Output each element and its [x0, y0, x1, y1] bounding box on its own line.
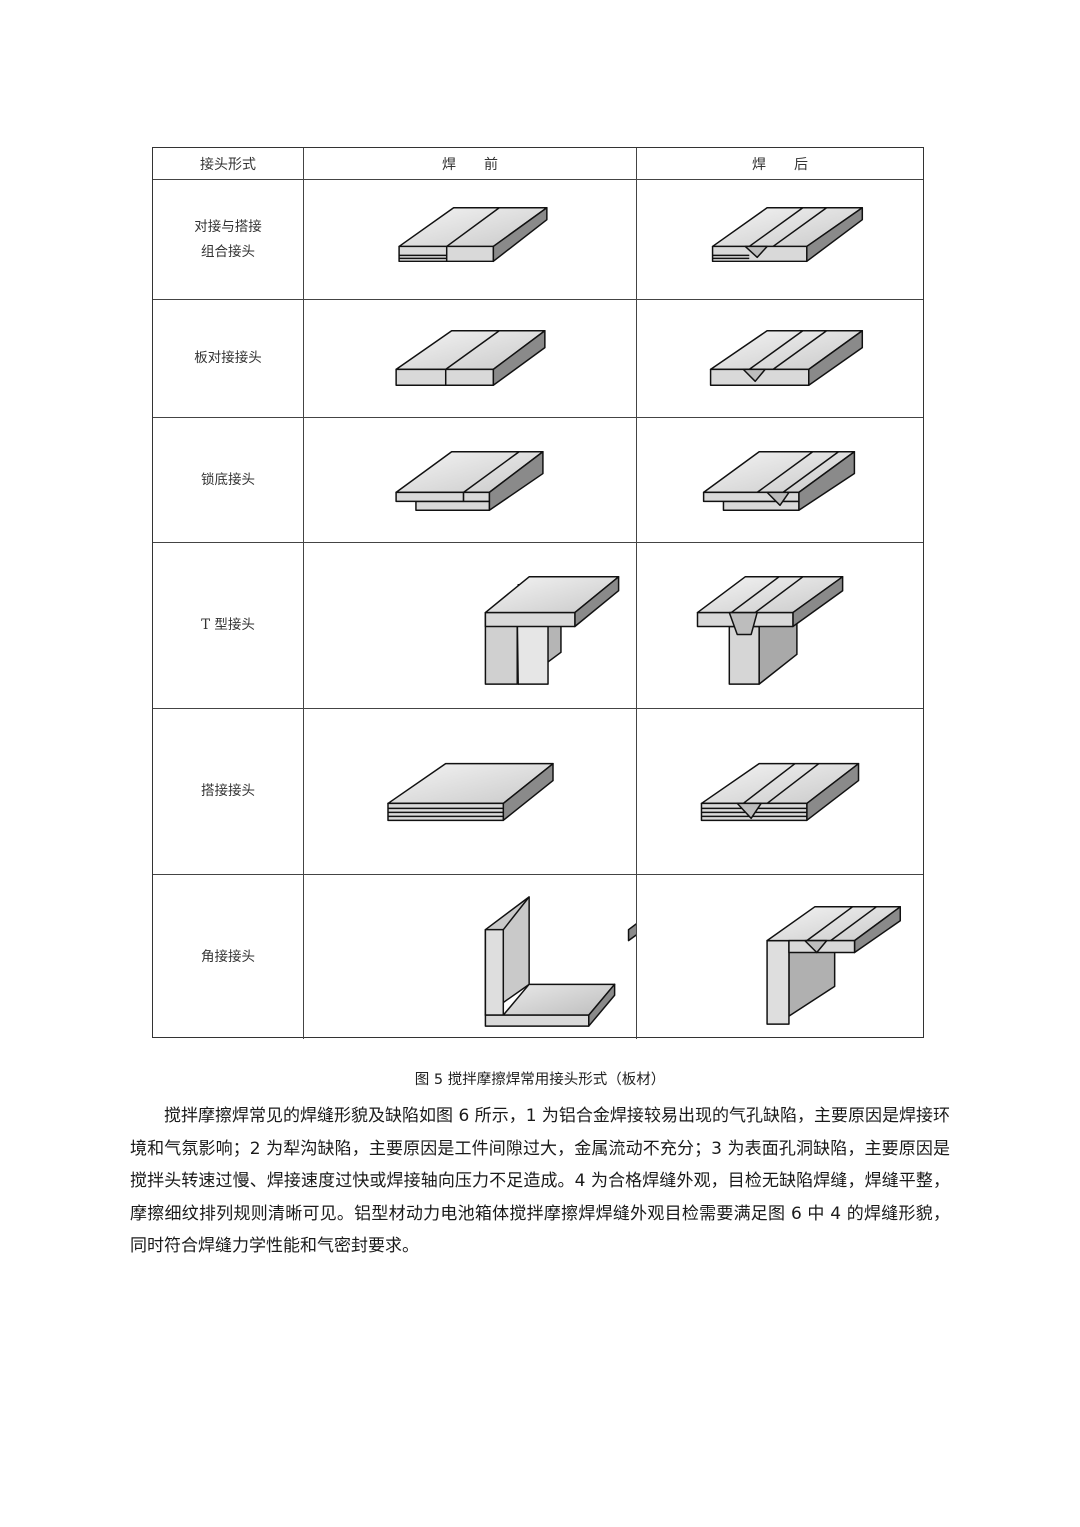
table-row: 锁底接头 — [153, 417, 923, 542]
corner-joint-after-figure — [766, 906, 902, 1025]
lap-joint-before-figure — [387, 762, 554, 822]
table-row: T 型接头 — [153, 542, 923, 708]
t-joint-before-figure — [484, 576, 620, 685]
before-cell — [304, 709, 637, 874]
joint-label-butt-lap: 对接与搭接 组合接头 — [153, 180, 304, 299]
header-before-welding: 焊 前 — [304, 148, 637, 179]
butt-lap-joint-before-figure — [398, 207, 548, 263]
figure-caption: 图 5 搅拌摩擦焊常用接头形式（板材） — [414, 1072, 666, 1088]
joint-label-corner: 角接接头 — [153, 875, 304, 1039]
before-cell — [304, 543, 637, 708]
plate-butt-joint-after-figure — [709, 329, 864, 387]
table-row: 对接与搭接 组合接头 — [153, 179, 923, 299]
table-row: 板对接接头 — [153, 299, 923, 417]
lock-bottom-joint-after-figure — [702, 450, 856, 511]
joint-label-plate-butt: 板对接接头 — [153, 300, 304, 417]
after-cell — [637, 180, 923, 299]
table-row: 搭接接头 — [153, 708, 923, 874]
joint-label-t-joint: T 型接头 — [153, 543, 304, 708]
before-cell — [304, 300, 637, 417]
joint-label-lap: 搭接接头 — [153, 709, 304, 874]
joint-forms-table: 接头形式 焊 前 焊 后 对接与搭接 组合接头 — [152, 147, 924, 1039]
corner-joint-before-figure — [484, 896, 636, 1027]
after-cell — [637, 543, 923, 708]
butt-lap-joint-after-figure — [711, 207, 864, 263]
lap-joint-after-figure — [700, 762, 860, 822]
t-joint-after-figure — [696, 576, 844, 685]
after-cell — [637, 875, 923, 1039]
header-joint-form: 接头形式 — [153, 148, 304, 179]
plate-butt-joint-before-figure — [395, 329, 546, 387]
joint-label-lock-bottom: 锁底接头 — [153, 418, 304, 542]
before-cell — [304, 418, 637, 542]
table-header-row: 接头形式 焊 前 焊 后 — [153, 148, 923, 179]
after-cell — [637, 300, 923, 417]
before-cell — [304, 875, 637, 1039]
table-row: 角接接头 — [153, 874, 923, 1039]
body-paragraph: 搅拌摩擦焊常见的焊缝形貌及缺陷如图 6 所示，1 为铝合金焊接较易出现的气孔缺陷… — [130, 1106, 950, 1256]
after-cell — [637, 709, 923, 874]
header-after-welding: 焊 后 — [752, 156, 808, 173]
before-cell — [304, 180, 637, 299]
after-cell — [637, 418, 923, 542]
lock-bottom-joint-before-figure — [395, 450, 544, 511]
